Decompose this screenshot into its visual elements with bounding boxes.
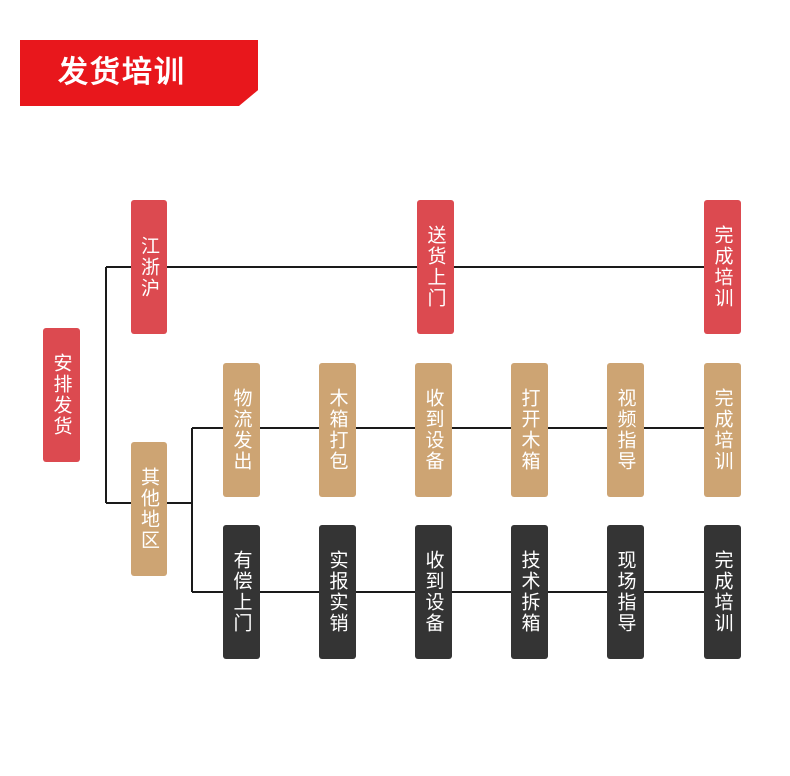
jzh-step-2-label: 完成培训 xyxy=(711,225,734,309)
other-row2-step-2-label: 实报实销 xyxy=(326,550,349,634)
root-node: 安排发货 xyxy=(43,328,80,462)
other-row1-step-1-label: 物流发出 xyxy=(230,388,253,472)
other-row2-step-4: 技术拆箱 xyxy=(511,525,548,659)
other-row1-step-2-label: 木箱打包 xyxy=(326,388,349,472)
branch-other-node: 其他地区 xyxy=(131,442,167,576)
branch-jzh-node: 江浙沪 xyxy=(131,200,167,334)
other-row2-step-5: 现场指导 xyxy=(607,525,644,659)
root-node-label: 安排发货 xyxy=(50,353,73,437)
other-row1-step-6-label: 完成培训 xyxy=(711,388,734,472)
other-row2-step-4-label: 技术拆箱 xyxy=(518,550,541,634)
jzh-step-2: 完成培训 xyxy=(704,200,741,334)
other-row2-step-6: 完成培训 xyxy=(704,525,741,659)
jzh-step-1: 送货上门 xyxy=(417,200,454,334)
other-row1-step-3-label: 收到设备 xyxy=(422,388,445,472)
branch-jzh-label: 江浙沪 xyxy=(138,235,160,299)
other-row1-step-4-label: 打开木箱 xyxy=(518,388,541,472)
jzh-step-1-label: 送货上门 xyxy=(424,225,447,309)
title-banner xyxy=(20,40,258,106)
other-row1-step-2: 木箱打包 xyxy=(319,363,356,497)
other-row2-step-2: 实报实销 xyxy=(319,525,356,659)
other-row2-step-1-label: 有偿上门 xyxy=(230,550,253,634)
other-row1-step-5-label: 视频指导 xyxy=(614,388,637,472)
other-row1-step-6: 完成培训 xyxy=(704,363,741,497)
other-row1-step-4: 打开木箱 xyxy=(511,363,548,497)
other-row1-step-3: 收到设备 xyxy=(415,363,452,497)
other-row2-step-1: 有偿上门 xyxy=(223,525,260,659)
page-title: 发货培训 xyxy=(58,55,186,90)
other-row2-step-5-label: 现场指导 xyxy=(614,550,637,634)
other-row2-step-3: 收到设备 xyxy=(415,525,452,659)
other-row1-step-1: 物流发出 xyxy=(223,363,260,497)
other-row2-step-6-label: 完成培训 xyxy=(711,550,734,634)
other-row1-step-5: 视频指导 xyxy=(607,363,644,497)
branch-other-label: 其他地区 xyxy=(138,467,160,551)
other-row2-step-3-label: 收到设备 xyxy=(422,550,445,634)
